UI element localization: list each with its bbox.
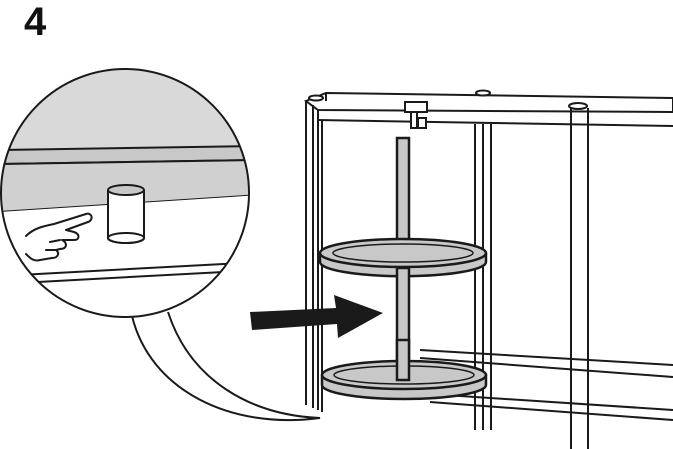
bushing [107,184,145,244]
center-pole-upper [395,136,411,252]
step-number: 4 [24,0,47,44]
arrow-right-icon [250,295,383,338]
lazy-susan [318,136,488,401]
hand-pointing-icon [25,212,93,262]
detail-callout [0,68,250,318]
shelf-frame [303,89,673,449]
lower-tray [320,338,488,401]
callout-tail [131,311,321,422]
top-bracket [404,101,428,129]
upper-tray [318,237,488,278]
